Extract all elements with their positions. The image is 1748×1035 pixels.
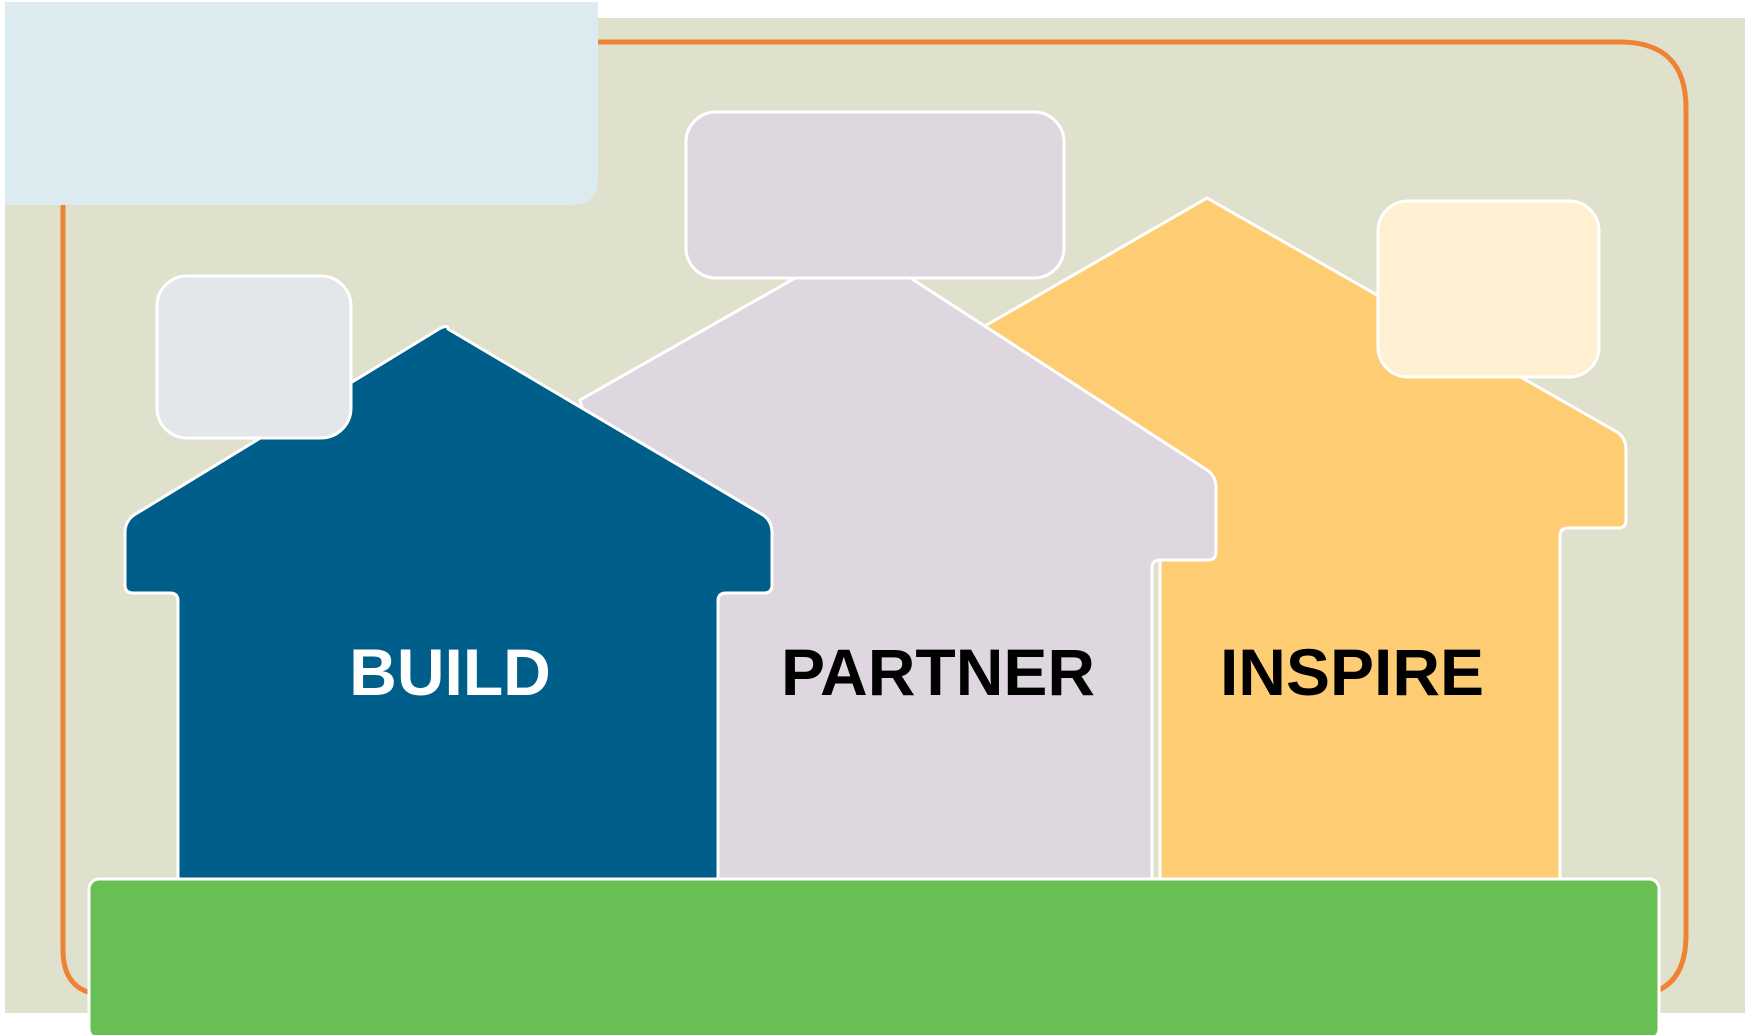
house-label-inspire: INSPIRE: [1220, 635, 1484, 709]
cloud-box-build: [155, 274, 353, 440]
cloud-box-inspire: [1376, 199, 1601, 379]
house-build: [123, 325, 774, 892]
orange-frame: [60, 39, 1689, 998]
cloud-box-partner: [684, 110, 1066, 280]
house-label-partner: PARTNER: [781, 635, 1095, 709]
house-partner: [578, 275, 1218, 892]
corner-tab: [5, 2, 598, 205]
house-label-build: BUILD: [349, 635, 551, 709]
ground-bar: [87, 877, 1661, 1035]
